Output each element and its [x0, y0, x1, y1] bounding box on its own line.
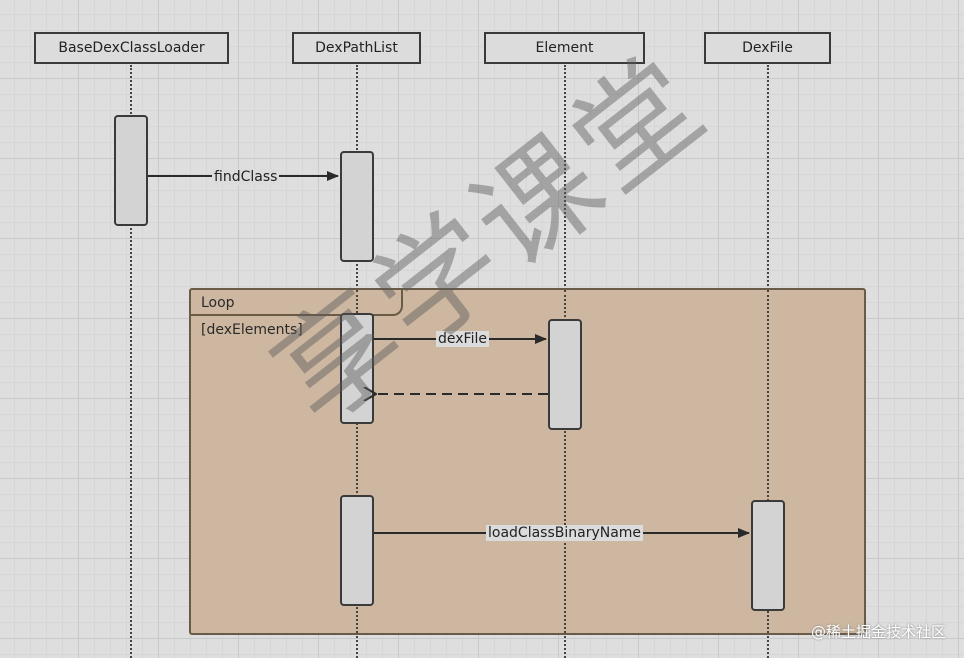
participant-label: Element: [535, 40, 594, 56]
lifeline-dexfile-inframe: [767, 290, 769, 633]
participant-element[interactable]: Element: [484, 32, 645, 64]
participant-dexpathlist[interactable]: DexPathList: [292, 32, 421, 64]
activation-dexfile[interactable]: [751, 500, 785, 611]
message-findclass-label: findClass: [212, 169, 280, 185]
activation-base[interactable]: [114, 115, 148, 226]
loop-guard: [dexElements]: [201, 322, 303, 338]
loop-operator: Loop: [201, 295, 235, 311]
activation-dexpathlist-2[interactable]: [340, 313, 374, 424]
participant-label: DexFile: [742, 40, 793, 56]
activation-dexpathlist-3[interactable]: [340, 495, 374, 606]
lifeline-base: [130, 65, 132, 658]
lifeline-dexpathlist-inframe: [356, 290, 358, 633]
activation-element[interactable]: [548, 319, 582, 430]
participant-basedexclassloader[interactable]: BaseDexClassLoader: [34, 32, 229, 64]
lifeline-element-inframe: [564, 290, 566, 633]
activation-dexpathlist-1[interactable]: [340, 151, 374, 262]
participant-label: DexPathList: [315, 40, 398, 56]
participant-dexfile[interactable]: DexFile: [704, 32, 831, 64]
message-loadclassbinaryname-label: loadClassBinaryName: [486, 525, 644, 541]
message-dexfile-label: dexFile: [436, 331, 489, 347]
footer-attribution: @稀土掘金技术社区: [810, 623, 946, 641]
loop-frame-tab: [191, 290, 403, 316]
participant-label: BaseDexClassLoader: [58, 40, 205, 56]
